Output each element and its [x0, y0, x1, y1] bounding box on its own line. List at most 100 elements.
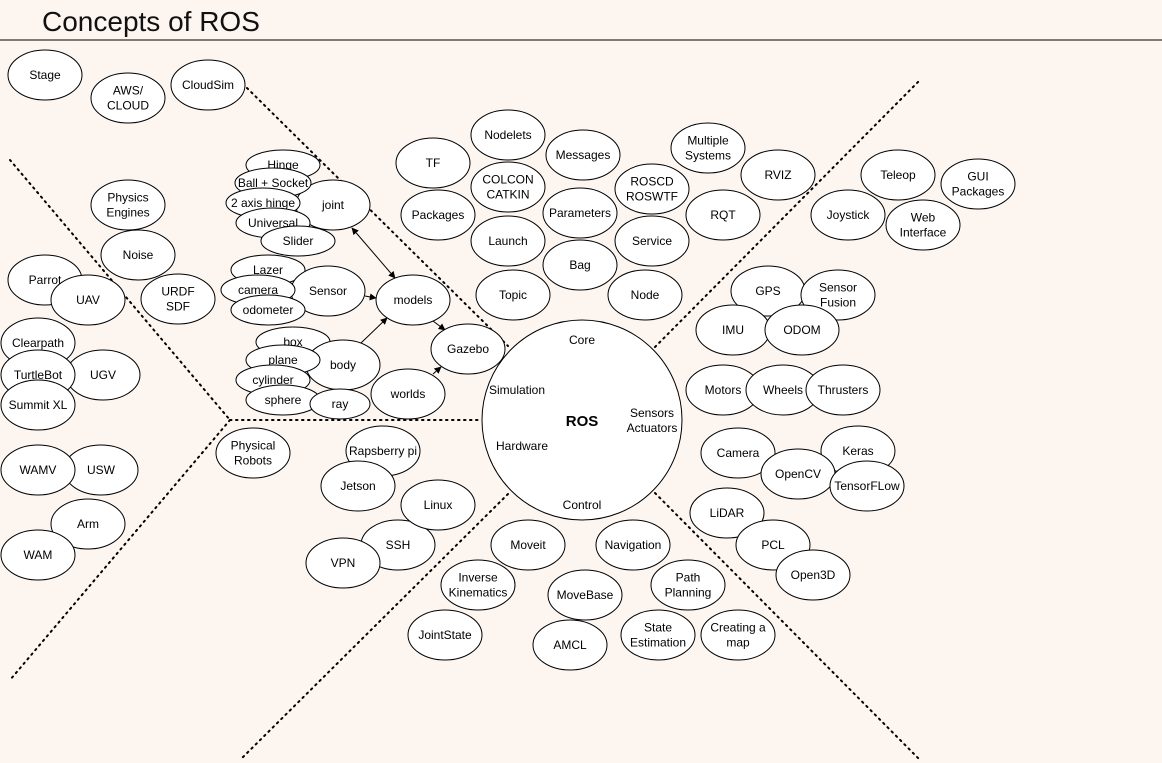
node-web-interface-shape: [885, 199, 961, 251]
node-keras-label: Keras: [842, 444, 873, 458]
node-uav: UAV: [50, 274, 126, 326]
node-physics-engines-shape: [90, 179, 166, 231]
node-joystick-label: Joystick: [827, 208, 871, 222]
node-vpn: VPN: [305, 537, 381, 589]
arrows: [351, 227, 446, 375]
node-jetson-shape: [320, 460, 396, 512]
node-physical-robots-shape: [215, 427, 291, 479]
node-thrusters-label: Thrusters: [818, 383, 869, 397]
node-state-estimation-label: State: [644, 621, 672, 635]
arrow-worlds-gazebo: [432, 366, 442, 375]
node-amcl-shape: [532, 619, 608, 671]
node-packages-shape: [400, 189, 476, 241]
node-summit-xl: Summit XL: [0, 379, 76, 431]
node-physical-robots-label: Robots: [234, 454, 272, 468]
node-bag-shape: [542, 239, 618, 291]
node-thrusters-shape: [805, 364, 881, 416]
node-teleop-label: Teleop: [880, 168, 916, 182]
node-wam-label: WAM: [24, 548, 53, 562]
node-ball-socket-label: Ball + Socket: [238, 176, 309, 190]
node-lidar: LiDAR: [689, 487, 765, 539]
node-inverse-kinematics-shape: [440, 559, 516, 611]
node-ugv: UGV: [65, 349, 141, 401]
node-rviz-shape: [740, 149, 816, 201]
node-bag: Bag: [542, 239, 618, 291]
node-parameters: Parameters: [542, 187, 618, 239]
node-packages-label: Packages: [412, 208, 465, 222]
node-rqt-label: RQT: [710, 208, 736, 222]
node-gui-packages-label: Packages: [952, 185, 1005, 199]
node-teleop-shape: [860, 149, 936, 201]
node-jetson-label: Jetson: [340, 479, 375, 493]
node-urdf-sdf-label: SDF: [166, 300, 190, 314]
node-nodelets: Nodelets: [470, 109, 546, 161]
arrow-joint-models: [351, 227, 396, 279]
node-movebase: MoveBase: [547, 569, 623, 621]
node-arm: Arm: [50, 498, 126, 550]
node-models: models: [375, 274, 451, 326]
node-arm-label: Arm: [77, 517, 99, 531]
node-ugv-label: UGV: [90, 368, 116, 382]
node-jointstate-label: JointState: [418, 628, 472, 642]
divider-top-right: [654, 79, 921, 348]
node-wheels-label: Wheels: [763, 383, 803, 397]
node-worlds-label: worlds: [390, 387, 426, 401]
node-motors-label: Motors: [705, 383, 742, 397]
node-sphere: sphere: [245, 384, 321, 416]
node-nodelets-label: Nodelets: [484, 128, 531, 142]
node-tensorflow: TensorFLow: [829, 460, 905, 512]
node-jointstate: JointState: [407, 609, 483, 661]
node-parrot-label: Parrot: [29, 273, 62, 287]
diagram-title: Concepts of ROS: [42, 6, 260, 37]
node-service: Service: [614, 215, 690, 267]
node-parameters-label: Parameters: [549, 206, 611, 220]
node-odometer-label: odometer: [243, 303, 294, 317]
node-usw: USW: [63, 444, 139, 496]
node-topic-label: Topic: [499, 288, 527, 302]
node-rviz-label: RVIZ: [764, 168, 791, 182]
node-cylinder-label: cylinder: [252, 373, 293, 387]
node-wheels: Wheels: [745, 364, 821, 416]
node-web-interface-label: Web: [911, 211, 936, 225]
node-wamv-shape: [0, 444, 76, 496]
node-joystick-shape: [810, 189, 886, 241]
node-moveit: Moveit: [490, 519, 566, 571]
sector-dividers: [9, 79, 921, 761]
node-aws-cloud: AWS/CLOUD: [90, 72, 166, 124]
node-camera-sensor-label: camera: [238, 283, 278, 297]
node-pcl-label: PCL: [761, 538, 785, 552]
node-open3d-shape: [775, 549, 851, 601]
node-ssh-label: SSH: [386, 538, 411, 552]
node-launch-label: Launch: [488, 234, 527, 248]
node-physics-engines-label: Engines: [106, 206, 149, 220]
sector-simulation-label: Simulation: [489, 383, 545, 397]
node-wam: WAM: [0, 529, 76, 581]
node-body-label: body: [330, 358, 356, 372]
node-camera-shape: [700, 427, 776, 479]
node-odometer: odometer: [230, 294, 306, 326]
node-path-planning-label: Path: [676, 571, 701, 585]
node-lidar-shape: [689, 487, 765, 539]
node-web-interface-label: Interface: [900, 226, 947, 240]
node-topic-shape: [475, 269, 551, 321]
node-jointstate-shape: [407, 609, 483, 661]
node-multiple-systems-label: Systems: [685, 149, 731, 163]
node-camera: Camera: [700, 427, 776, 479]
node-joint-label: joint: [321, 198, 345, 212]
node-roscd-roswtf-shape: [614, 163, 690, 215]
arrow-body-models: [360, 317, 388, 344]
node-aws-cloud-shape: [90, 72, 166, 124]
node-physics-engines-label: Physics: [107, 191, 148, 205]
node-multiple-systems-shape: [670, 122, 746, 174]
node-roscd-roswtf-label: ROSWTF: [626, 190, 678, 204]
node-multiple-systems-label: Multiple: [687, 134, 729, 148]
node-gazebo: Gazebo: [430, 323, 506, 375]
node-joystick: Joystick: [810, 189, 886, 241]
